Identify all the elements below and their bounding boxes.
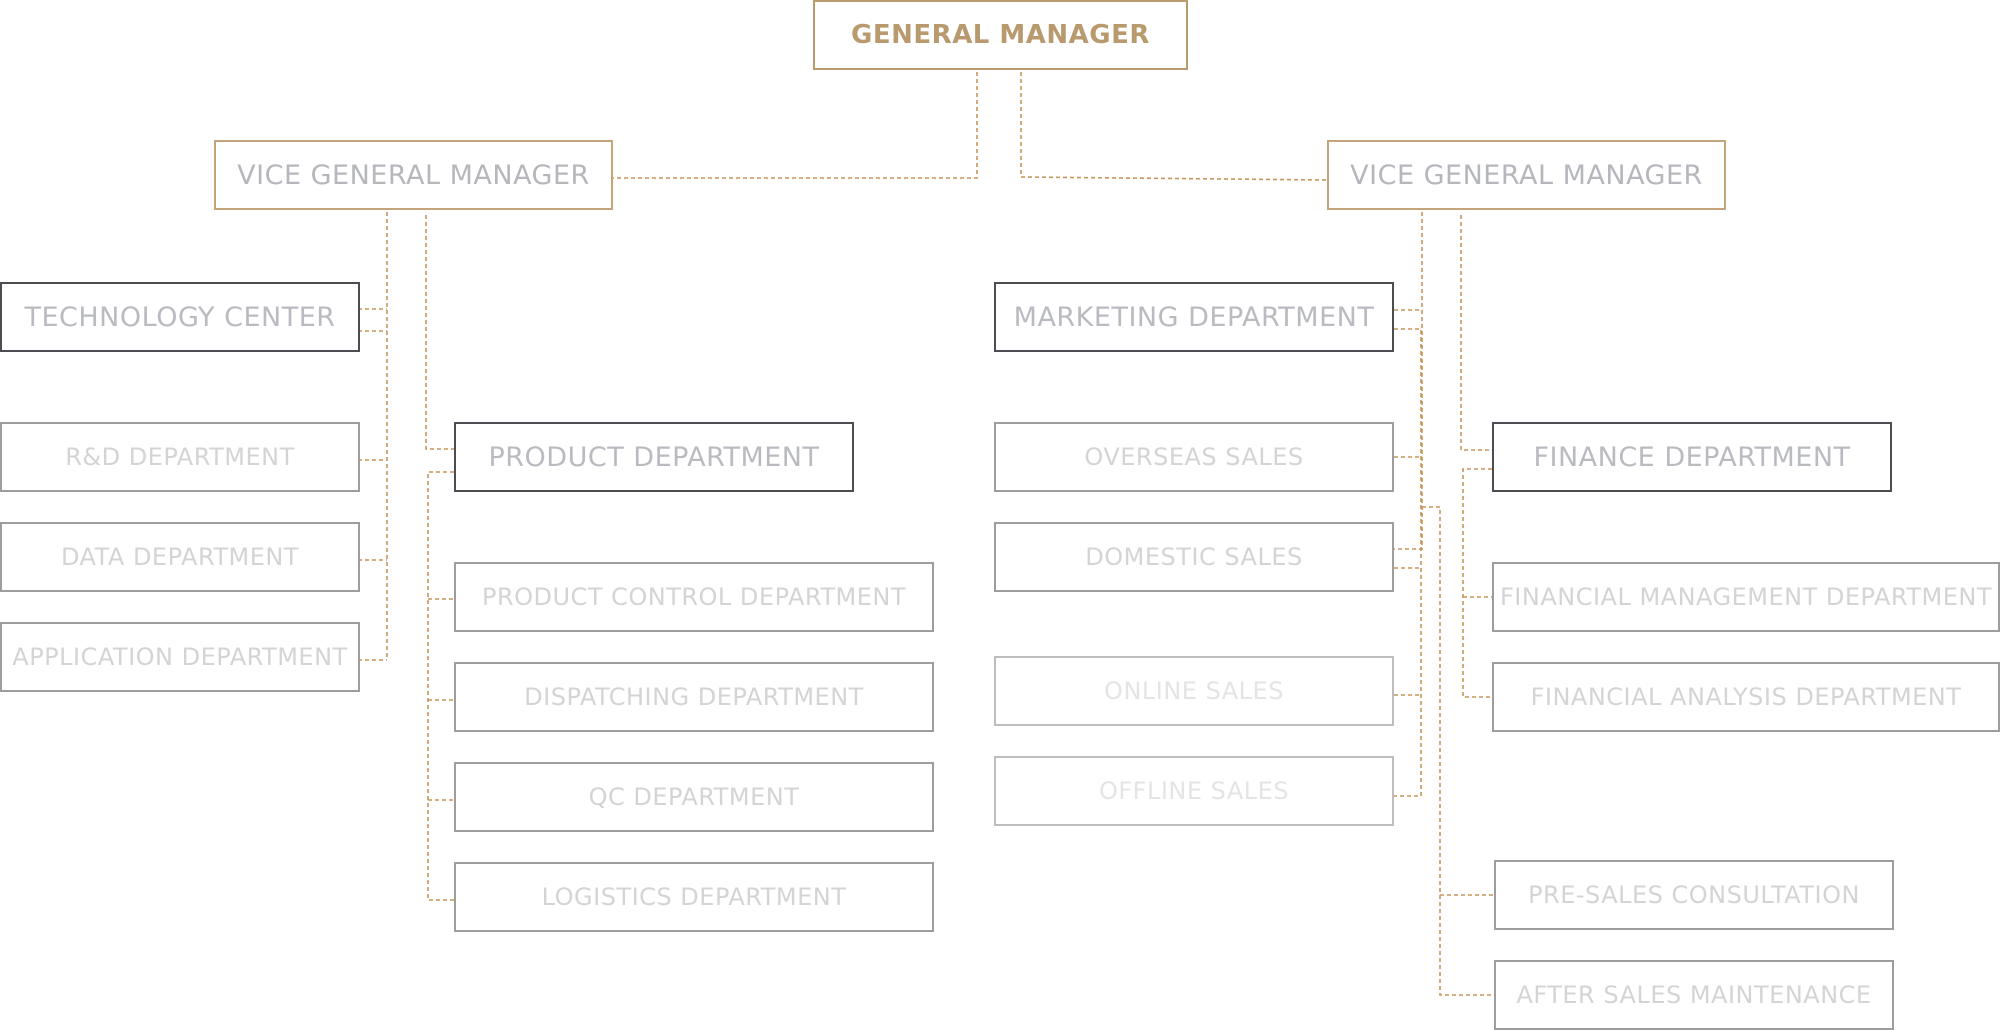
qc-department-box: QC DEPARTMENT — [454, 762, 934, 832]
financial-analysis-department-box: FINANCIAL ANALYSIS DEPARTMENT — [1492, 662, 2000, 732]
pre-sales-consultation-box: PRE-SALES CONSULTATION — [1494, 860, 1894, 930]
vice-general-manager-right-box: VICE GENERAL MANAGER — [1327, 140, 1726, 210]
domestic-sales-box: DOMESTIC SALES — [994, 522, 1394, 592]
product-control-department-box: PRODUCT CONTROL DEPARTMENT — [454, 562, 934, 632]
after-sales-maintenance-box: AFTER SALES MAINTENANCE — [1494, 960, 1894, 1030]
financial-management-department-box: FINANCIAL MANAGEMENT DEPARTMENT — [1492, 562, 2000, 632]
general-manager-box: GENERAL MANAGER — [813, 0, 1188, 70]
overseas-sales-box: OVERSEAS SALES — [994, 422, 1394, 492]
technology-center-box: TECHNOLOGY CENTER — [0, 282, 360, 352]
marketing-department-box: MARKETING DEPARTMENT — [994, 282, 1394, 352]
offline-sales-box: OFFLINE SALES — [994, 756, 1394, 826]
logistics-department-box: LOGISTICS DEPARTMENT — [454, 862, 934, 932]
application-department-box: APPLICATION DEPARTMENT — [0, 622, 360, 692]
product-department-box: PRODUCT DEPARTMENT — [454, 422, 854, 492]
dispatching-department-box: DISPATCHING DEPARTMENT — [454, 662, 934, 732]
vice-general-manager-left-box: VICE GENERAL MANAGER — [214, 140, 613, 210]
data-department-box: DATA DEPARTMENT — [0, 522, 360, 592]
online-sales-box: ONLINE SALES — [994, 656, 1394, 726]
rd-department-box: R&D DEPARTMENT — [0, 422, 360, 492]
finance-department-box: FINANCE DEPARTMENT — [1492, 422, 1892, 492]
